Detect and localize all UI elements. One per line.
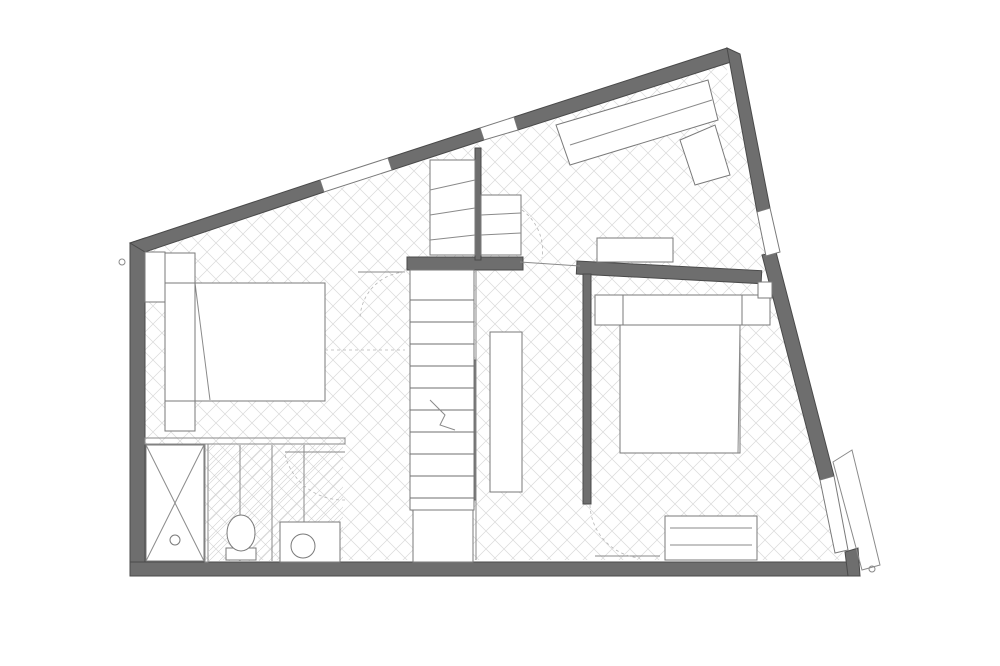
window-top-left — [319, 157, 393, 193]
wall-bedroom-right-left — [582, 273, 592, 505]
stair-run — [409, 269, 475, 511]
bed-right — [619, 324, 741, 454]
wardrobes-upper — [429, 79, 731, 263]
wall-mid-horizontal — [575, 260, 763, 285]
bedroom-left — [144, 251, 405, 432]
corner-cabinet — [144, 251, 166, 303]
door-swings — [359, 209, 641, 559]
wall-stair-top — [406, 256, 524, 271]
landing-bench — [489, 331, 523, 493]
dresser — [664, 515, 758, 561]
window-top-mid — [479, 116, 519, 141]
stair-lower-landing — [412, 509, 474, 563]
wall-bottom — [129, 561, 861, 577]
wall-bath-top — [144, 437, 346, 445]
wardrobe-side — [679, 124, 731, 186]
nightstand-top — [164, 252, 196, 284]
wall-left — [129, 237, 146, 576]
wall-closet-divider — [474, 147, 482, 261]
nightstand-bottom — [164, 400, 196, 432]
window-right-top — [756, 207, 781, 257]
stair-break-line — [429, 399, 456, 431]
wardrobe-angled — [555, 79, 719, 166]
window-sash-open — [832, 449, 881, 571]
toilet-bowl — [226, 514, 256, 552]
bathroom — [145, 444, 346, 563]
sink-basin — [290, 533, 316, 559]
wall-right-3 — [844, 547, 861, 577]
wardrobe-right — [480, 194, 522, 256]
wardrobe-left — [429, 159, 476, 256]
ref-marker-left — [118, 258, 126, 266]
windows — [319, 116, 881, 571]
nightstand-right-a — [594, 294, 624, 326]
window-right-bottom — [819, 475, 849, 554]
ref-marker-right — [868, 565, 876, 573]
console-table — [596, 237, 674, 263]
bed-left — [194, 282, 326, 402]
shower-drain — [169, 534, 181, 546]
landing — [475, 261, 581, 560]
corner-post — [757, 281, 773, 299]
staircase — [409, 269, 475, 563]
nightstand-right-b — [741, 294, 771, 326]
bedroom-right — [594, 281, 773, 561]
